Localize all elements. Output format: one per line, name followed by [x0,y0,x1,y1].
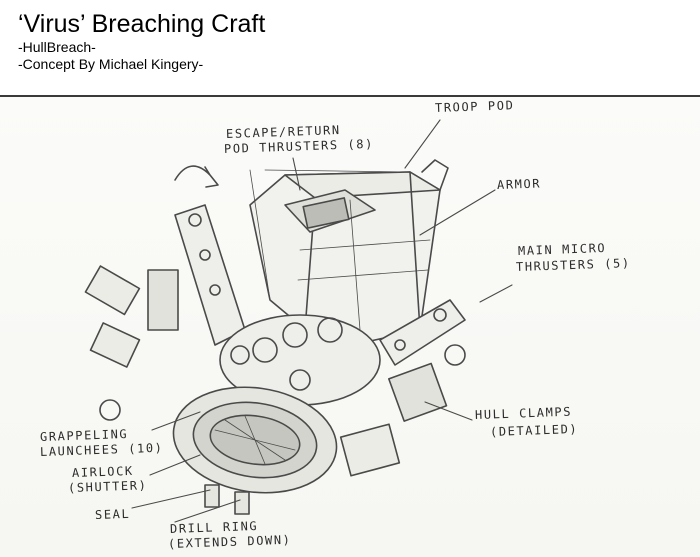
label-armor: ARMOR [496,176,542,192]
ring-assembly [219,314,381,406]
page-title: ‘Virus’ Breaching Craft [18,10,266,38]
airlock-ring [172,386,338,515]
label-troop-pod: TROOP POD [434,98,515,115]
label-clamps-line1: HULL CLAMPS [474,404,573,422]
label-airlock-line2: (SHUTTER) [67,478,148,495]
concept-credit: -Concept By Michael Kingery- [18,56,204,72]
label-clamps-line2: (DETAILED) [489,421,579,439]
right-clamp-arm [339,299,466,477]
label-seal: SEAL [94,506,131,522]
paper-edge-line [0,95,700,97]
header: ‘Virus’ Breaching Craft -HullBreach- -Co… [18,9,265,73]
leader-lines [131,119,513,523]
page-subtitle: -HullBreach- [18,39,96,55]
troop-pod-drawing [249,159,449,351]
left-clamp-arm [84,165,246,421]
